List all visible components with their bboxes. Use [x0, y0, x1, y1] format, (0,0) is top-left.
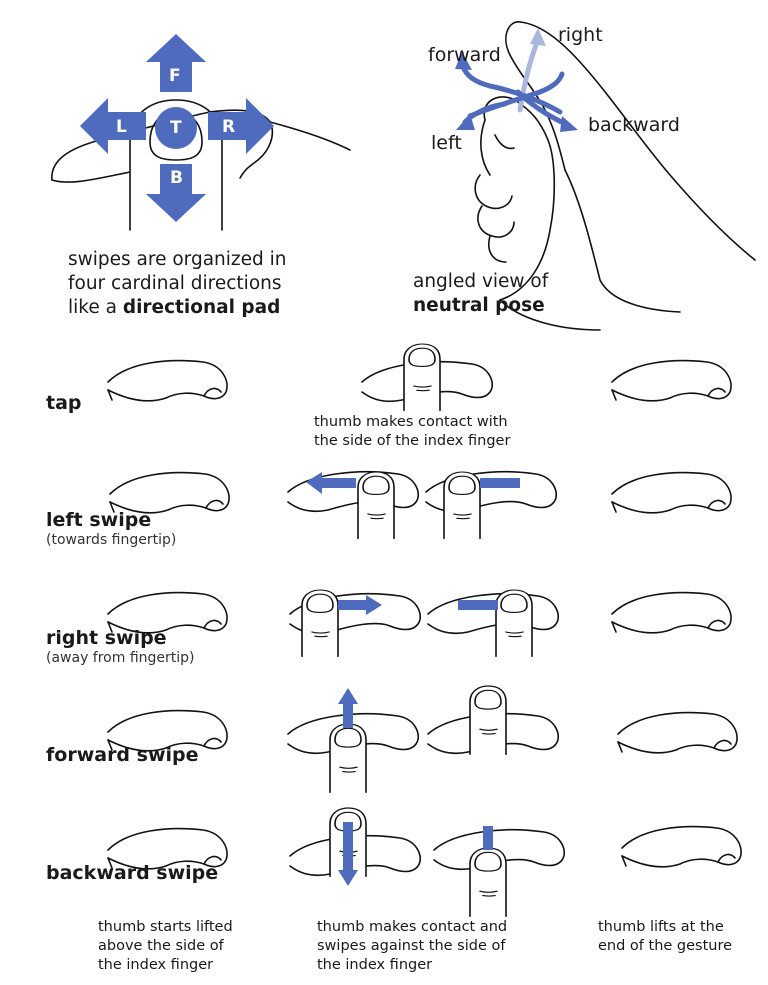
row-label-right-swipe: right swipe — [46, 627, 167, 649]
phase-start-line2: above the side of — [98, 938, 224, 954]
phase-start-line3: the index finger — [98, 957, 214, 973]
left-swipe-frame-end — [611, 471, 732, 514]
tap-note-line2: the side of the index finger — [314, 433, 511, 449]
backward-swipe-frame-contact-2 — [433, 826, 566, 918]
forward-swipe-frame-contact-2 — [427, 685, 560, 756]
left-swipe-frame-contact-2 — [425, 470, 558, 540]
angled-label-right: right — [558, 24, 603, 46]
row-label-left-swipe: left swipe — [46, 509, 152, 531]
left-swipe-frame-contact-1 — [287, 470, 420, 540]
tap-frame-start — [107, 359, 228, 402]
row-label-forward-swipe: forward swipe — [46, 744, 199, 766]
dpad-label-right: R — [222, 117, 236, 137]
backward-swipe-frame-contact-1 — [289, 807, 422, 886]
angled-caption-line2: neutral pose — [413, 295, 545, 316]
dpad-label-tap: T — [170, 118, 182, 138]
phase-start-line1: thumb starts lifted — [98, 919, 233, 935]
phase-end-line1: thumb lifts at the — [598, 919, 724, 935]
angled-direction-arrows — [455, 28, 578, 132]
forward-swipe-frame-contact-1 — [287, 688, 420, 794]
dpad-caption-bold: directional pad — [122, 297, 281, 318]
angled-caption-line1: angled view of — [413, 271, 549, 292]
right-swipe-frame-contact-1 — [289, 589, 422, 658]
right-swipe-frame-end — [611, 591, 732, 634]
angled-label-backward: backward — [588, 114, 680, 136]
left-swipe-frame-start — [109, 471, 230, 514]
backward-swipe-frame-end — [621, 825, 742, 868]
phase-end-line2: end of the gesture — [598, 938, 733, 954]
angled-label-forward: forward — [428, 44, 501, 66]
phase-contact-line2: swipes against the side of — [317, 938, 506, 954]
dpad-label-backward: B — [170, 168, 183, 188]
phase-contact-line3: the index finger — [317, 957, 433, 973]
right-swipe-frame-contact-2 — [427, 589, 560, 658]
dpad-label-left: L — [116, 117, 127, 137]
row-label-backward-swipe: backward swipe — [46, 862, 219, 884]
dpad-caption-line2: four cardinal directions — [68, 273, 282, 294]
row-sub-right-swipe: (away from fingertip) — [46, 650, 195, 666]
row-sub-left-swipe: (towards fingertip) — [46, 532, 177, 548]
tap-circle — [155, 107, 197, 149]
dpad-caption-line1: swipes are organized in — [68, 249, 287, 270]
tap-frame-end — [611, 359, 732, 402]
tap-note-line1: thumb makes contact with — [314, 414, 508, 430]
dpad-caption-prefix: like a — [68, 297, 123, 318]
dpad-label-forward: F — [169, 66, 181, 86]
angled-label-left: left — [431, 132, 462, 154]
forward-swipe-frame-end — [617, 711, 738, 754]
tap-frame-contact — [361, 343, 494, 412]
dpad-arrows — [80, 34, 274, 222]
row-label-tap: tap — [46, 392, 82, 414]
dpad-caption-line3: like a directional pad — [68, 296, 280, 320]
phase-contact-line1: thumb makes contact and — [317, 919, 508, 935]
